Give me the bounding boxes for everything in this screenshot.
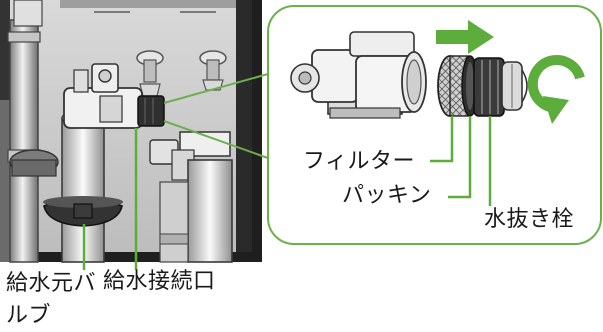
bottom-leader-lines bbox=[82, 128, 138, 270]
installation-photo bbox=[0, 0, 262, 263]
left-knob bbox=[9, 149, 59, 177]
callout-connector bbox=[163, 73, 269, 159]
label-supply-valve: 給水元バルブ bbox=[6, 271, 97, 328]
right-hose-fitting bbox=[149, 131, 233, 263]
label-packing: パッキン bbox=[342, 183, 432, 208]
counterclockwise-arrow-icon bbox=[527, 55, 585, 124]
drain-plug bbox=[473, 57, 528, 117]
label-supply-connection: 給水接続口 bbox=[103, 269, 216, 294]
detail-callout bbox=[267, 5, 602, 245]
supply-connection-valve bbox=[63, 63, 165, 129]
label-drain-plug: 水抜き栓 bbox=[484, 207, 575, 232]
supply-valve-handle bbox=[43, 196, 123, 227]
label-filter: フィルター bbox=[303, 149, 416, 174]
detail-valve-body bbox=[290, 31, 427, 119]
leader-lines bbox=[430, 116, 492, 206]
arrow-right-icon bbox=[436, 20, 494, 54]
